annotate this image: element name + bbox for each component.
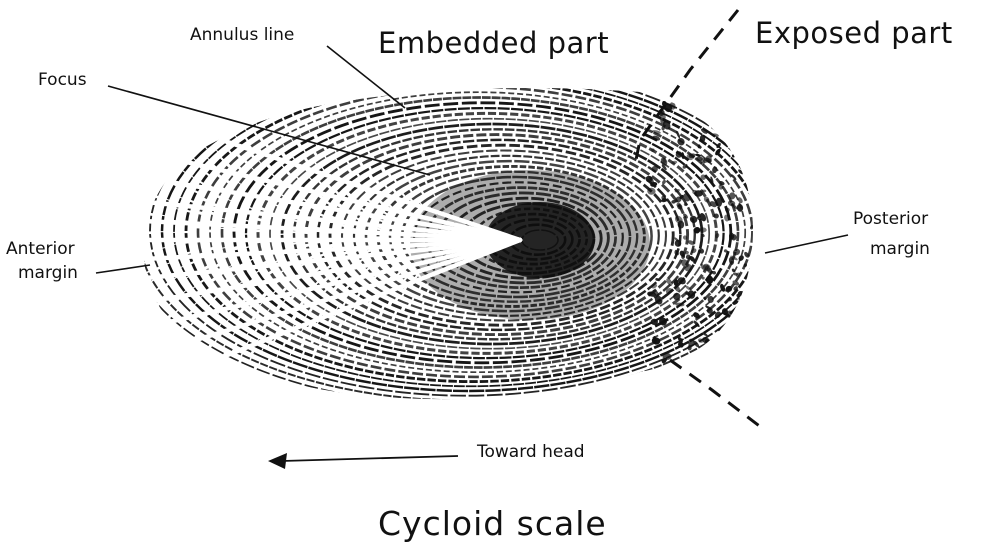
posterior-tubercle [699, 227, 707, 232]
anterior-margin-leader [96, 265, 150, 273]
posterior-margin-label-line1: Posterior [853, 210, 928, 230]
exposed-part-label: Exposed part [755, 17, 953, 50]
focus-label: Focus [38, 71, 87, 91]
posterior-tubercle [706, 275, 714, 284]
posterior-tubercle [749, 224, 754, 230]
diagram-title: Cycloid scale [378, 505, 607, 543]
anterior-margin-label-line2: margin [18, 264, 78, 284]
focus-leader [108, 86, 430, 175]
posterior-tubercle [683, 202, 688, 207]
embedded-part-label: Embedded part [378, 27, 609, 60]
arrow-head [268, 453, 287, 469]
arrow-shaft [282, 456, 458, 461]
scale-body [110, 55, 796, 405]
boundary-dash-lower [670, 360, 762, 428]
toward-head-label: Toward head [477, 443, 585, 463]
posterior-margin-leader [765, 235, 848, 253]
toward-head-arrow [268, 453, 458, 469]
posterior-margin-label-line2: margin [870, 240, 930, 260]
anterior-margin-label-line1: Anterior [6, 240, 75, 260]
annulus-line-label: Annulus line [190, 26, 294, 46]
posterior-tubercle [661, 179, 667, 185]
posterior-tubercle [737, 254, 745, 262]
posterior-tubercle [737, 169, 744, 176]
posterior-tubercle [688, 214, 698, 224]
